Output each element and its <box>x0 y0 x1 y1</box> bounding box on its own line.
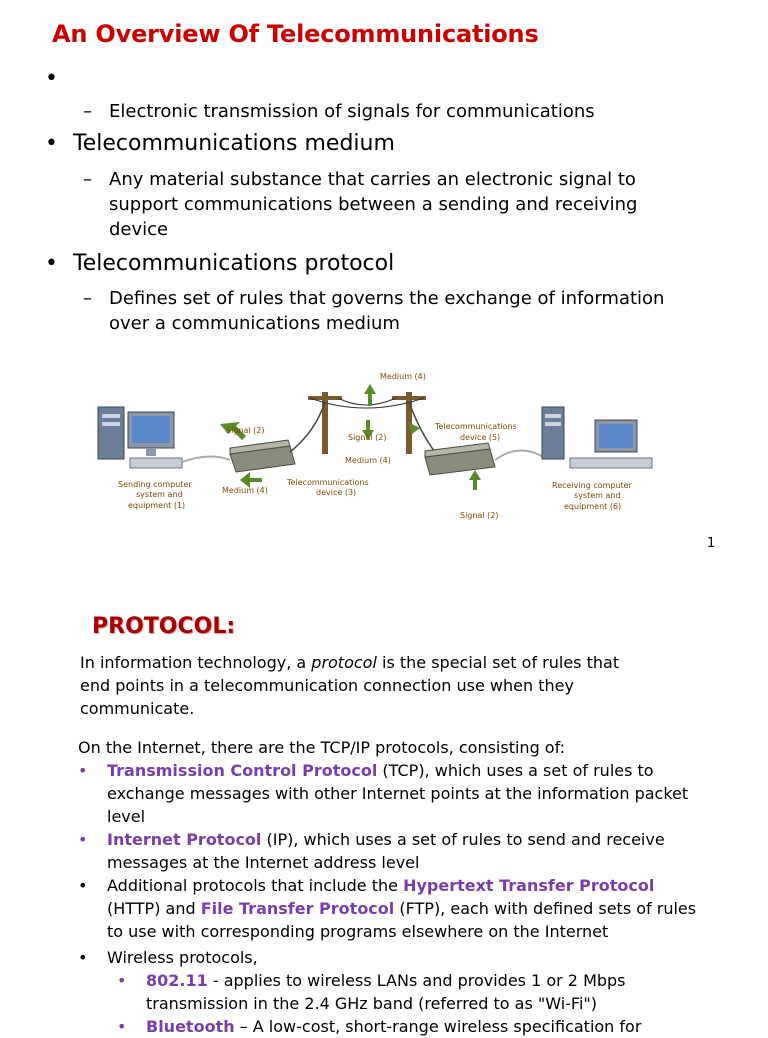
ip-link[interactable]: Internet Protocol <box>107 830 262 849</box>
http-link[interactable]: Hypertext Transfer Protocol <box>403 876 655 895</box>
80211-link[interactable]: 802.11 <box>146 971 208 990</box>
bullet-3-text: Telecommunications protocol <box>73 251 395 276</box>
protocol-term: protocol <box>311 653 377 672</box>
sub-bullet-1-text: Electronic transmission of signals for c… <box>109 101 595 122</box>
label-signal-mid: Signal (2) <box>348 433 386 442</box>
label-sending-3: equipment (1) <box>128 501 185 510</box>
label-medium-top: Medium (4) <box>380 372 426 381</box>
telecom-diagram: Medium (4) Signal (2) Signal (2) Telecom… <box>97 372 653 520</box>
bluetooth-link[interactable]: Bluetooth <box>146 1017 235 1036</box>
utility-poles-icon <box>289 392 436 454</box>
label-device-left-1: Telecommunications <box>286 478 369 487</box>
page-number: 1 <box>707 536 716 551</box>
sub-bullet-3-text: Defines set of rules that governs the ex… <box>109 288 665 334</box>
label-signal-left: Signal (2) <box>226 426 264 435</box>
ftp-link[interactable]: File Transfer Protocol <box>200 899 395 918</box>
label-sending-1: Sending computer <box>118 480 192 489</box>
telecom-device-left-icon <box>229 439 296 473</box>
sending-computer-icon <box>97 406 183 469</box>
telecom-device-right-icon <box>424 442 496 476</box>
tcpip-intro: On the Internet, there are the TCP/IP pr… <box>78 738 566 757</box>
sub-bullet-2-text: Any material substance that carries an e… <box>109 169 638 240</box>
label-device-right-2: device (5) <box>460 433 500 442</box>
label-receiving-2: system and <box>574 491 621 500</box>
section-title: PROTOCOL: <box>92 614 236 639</box>
label-receiving-1: Receiving computer <box>552 481 633 490</box>
bullet-dot: • <box>45 251 58 276</box>
label-signal-bottom: Signal (2) <box>460 511 498 520</box>
bullet-2-text: Telecommunications medium <box>73 131 395 156</box>
arrow-icons <box>220 384 481 490</box>
intro-paragraph: In information technology, a protocol is… <box>80 653 620 718</box>
label-sending-2: system and <box>136 490 183 499</box>
label-receiving-3: equipment (6) <box>564 502 621 511</box>
bullet-dot: • <box>45 131 58 156</box>
tcp-link[interactable]: Transmission Control Protocol <box>107 761 378 780</box>
receiving-computer-icon <box>541 406 653 469</box>
bullet-dot: • <box>45 66 58 91</box>
label-device-left-2: device (3) <box>316 488 356 497</box>
label-medium-bottom: Medium (4) <box>222 486 268 495</box>
label-medium-mid: Medium (4) <box>345 456 391 465</box>
slide-title: An Overview Of Telecommunications <box>52 20 539 48</box>
label-device-right-1: Telecommunications <box>434 422 517 431</box>
